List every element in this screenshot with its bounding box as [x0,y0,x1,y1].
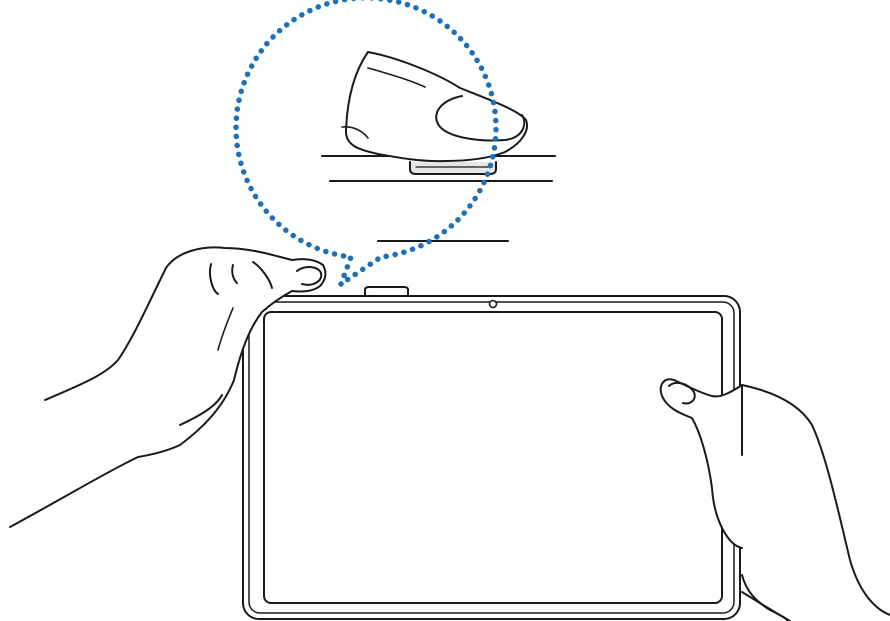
camera-icon [490,301,497,308]
fingerprint-sensor [410,162,496,174]
tablet [243,287,740,619]
right-hand [742,385,890,621]
side-key [365,287,408,296]
tablet-screen [264,312,722,603]
